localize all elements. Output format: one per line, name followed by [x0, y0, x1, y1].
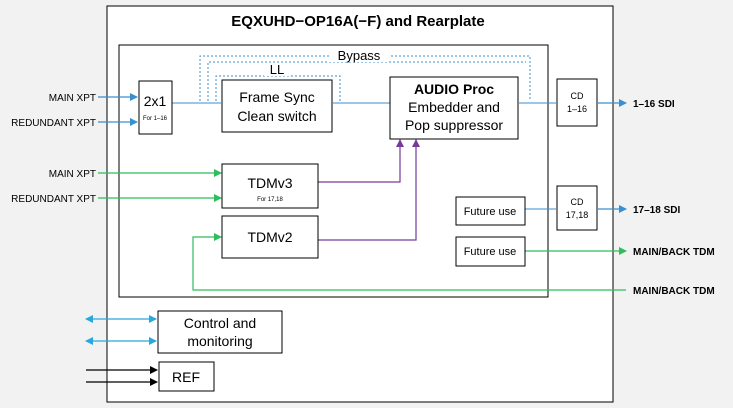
future-use-2-block: Future use: [455, 236, 526, 267]
bypass-label: Bypass: [338, 48, 381, 63]
audio-proc-block: AUDIO Proc Embedder and Pop suppressor: [389, 76, 519, 140]
tdmv3-audio-line: [318, 139, 404, 183]
control-line2: monitoring: [187, 333, 252, 349]
audio-proc-title: AUDIO Proc: [414, 81, 494, 97]
frame-sync-line2: Clean switch: [237, 108, 316, 124]
frame-sync-line1: Frame Sync: [239, 89, 314, 105]
audio-proc-line2: Pop suppressor: [405, 117, 503, 133]
mux-label: 2x1: [144, 93, 167, 109]
tdmv2-block: TDMv2: [221, 215, 319, 259]
main-xpt-2-label: MAIN XPT: [49, 169, 96, 180]
future1-label: Future use: [464, 206, 517, 218]
future2-label: Future use: [464, 246, 517, 258]
main-back-tdm-1-label: MAIN/BACK TDM: [633, 247, 715, 258]
mux-sub: For 1–16: [143, 116, 168, 122]
control-line1: Control and: [184, 315, 256, 331]
cd-17-18-block: CD 17,18: [556, 185, 598, 231]
redundant-xpt-2-label: REDUNDANT XPT: [11, 194, 96, 205]
tdm-return-line: [192, 233, 626, 291]
bypass-path-inner: [207, 61, 526, 101]
frame-sync-block: Frame Sync Clean switch: [221, 79, 333, 133]
cd-1-16-block: CD 1–16: [556, 78, 598, 127]
tdmv3-label: TDMv3: [247, 175, 292, 191]
cd1-line2: 1–16: [567, 104, 587, 114]
diagram-title: EQXUHD−OP16A(−F) and Rearplate: [231, 13, 484, 30]
ll-label: LL: [270, 62, 284, 77]
ll-path: [215, 75, 341, 101]
ref-label: REF: [172, 369, 200, 385]
sdi-17-18-label: 17–18 SDI: [633, 205, 680, 216]
cd2-line1: CD: [571, 197, 584, 207]
audio-proc-line1: Embedder and: [408, 99, 500, 115]
control-block: Control and monitoring: [157, 310, 283, 354]
cd1-line1: CD: [571, 91, 584, 101]
cd2-line2: 17,18: [566, 210, 589, 220]
tdmv3-sub: For 17,18: [257, 197, 283, 203]
inner-frame: [118, 44, 549, 298]
main-back-tdm-2-label: MAIN/BACK TDM: [633, 286, 715, 297]
mux-block: 2x1 For 1–16: [138, 80, 173, 135]
tdmv2-label: TDMv2: [247, 229, 292, 245]
sdi-1-16-label: 1–16 SDI: [633, 99, 675, 110]
redundant-xpt-1-label: REDUNDANT XPT: [11, 118, 96, 129]
main-xpt-1-label: MAIN XPT: [49, 93, 96, 104]
tdmv3-block: TDMv3 For 17,18: [221, 163, 319, 209]
future-use-1-block: Future use: [455, 196, 526, 226]
ref-block: REF: [158, 361, 215, 392]
tdmv2-audio-line: [318, 139, 420, 241]
